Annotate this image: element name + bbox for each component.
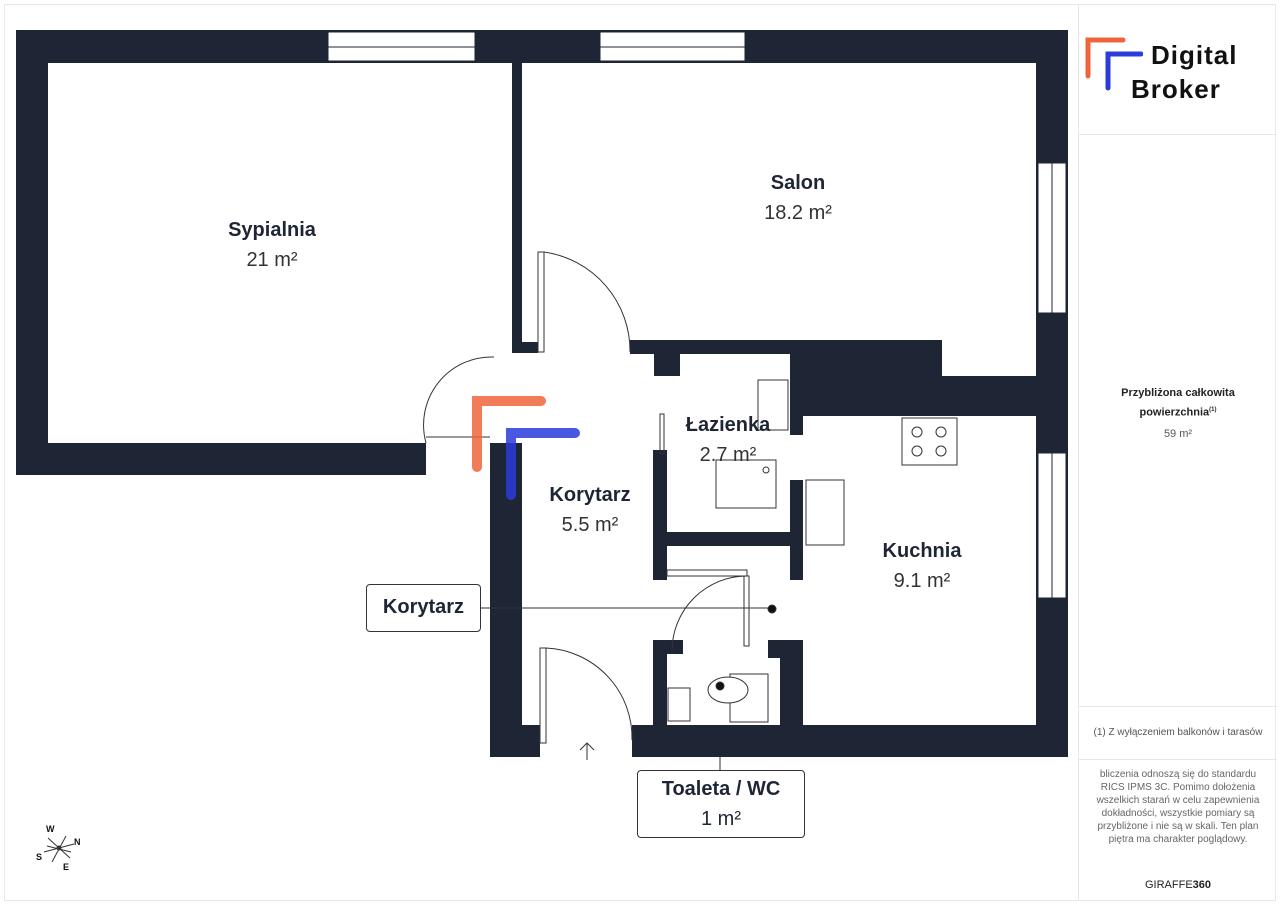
watermark-logo (472, 396, 580, 500)
floor-plan: W N S E (16, 30, 1068, 872)
callout-corridor: Korytarz (366, 584, 481, 632)
logo: Digital Broker (1079, 4, 1277, 135)
windows (327, 31, 1067, 599)
footnote: (1) Z wyłączeniem balkonów i tarasów (1079, 706, 1277, 760)
page-frame (4, 4, 1276, 901)
giraffe-brand: GIRAFFE360 (1144, 879, 1212, 891)
fixtures (480, 379, 958, 770)
disclaimer: bliczenia odnoszą się do standardu RICS … (1096, 769, 1260, 845)
compass-rose (43, 835, 75, 863)
compass-e: E (63, 862, 69, 872)
logo-mark (1085, 37, 1143, 91)
compass-s: S (36, 852, 42, 862)
total-area: Przybliżona całkowita powierzchnia(1) 59… (1079, 134, 1277, 707)
compass-n: N (74, 837, 81, 847)
callout-wc: Toaleta / WC 1 m² (637, 770, 805, 838)
walls (16, 30, 1068, 757)
sidebar: Digital Broker Przybliżona całkowita pow… (1078, 4, 1277, 901)
compass-w: W (46, 824, 55, 834)
